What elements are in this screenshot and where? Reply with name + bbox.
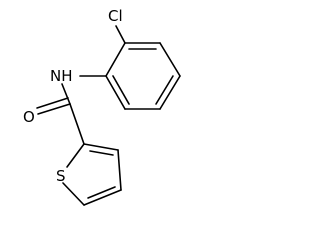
thiophene-bond-c5-c4 — [83, 189, 122, 206]
thiophene-sulfur-label: S — [56, 167, 66, 185]
amide-nitrogen-label: NH — [50, 67, 73, 85]
n-c-carbonyl-bond — [61, 83, 71, 105]
thiophene-bond-c3-c2 — [83, 143, 119, 151]
thiophene-bond-c2-s — [66, 143, 85, 168]
chemical-structure-diagram: Cl NH O S — [23, 7, 181, 206]
benzene-ring — [105, 42, 181, 110]
benzene-double-bond-right — [155, 75, 174, 105]
benzene-bond-2 — [159, 42, 181, 77]
carbonyl-thiophene-bond — [69, 103, 85, 145]
thiophene-bond-c4-c3 — [117, 149, 122, 191]
carbonyl-oxygen-label: O — [23, 108, 35, 126]
thiophene-ring — [62, 143, 122, 206]
chlorine-label: Cl — [108, 7, 123, 25]
benzene-bond-5 — [105, 75, 126, 110]
thiophene-bond-s-c5 — [62, 182, 85, 206]
c-o-double-bond-1 — [37, 103, 71, 115]
thiophene-double-bond-c4-c5 — [87, 186, 116, 199]
c-cl-bond — [115, 25, 126, 44]
benzene-double-bond-left — [112, 75, 130, 105]
benzene-bond-6 — [105, 42, 126, 77]
thiophene-double-bond-c2-c3 — [89, 150, 114, 156]
c-o-double-bond-2 — [36, 97, 69, 109]
benzene-bond-3 — [159, 75, 181, 110]
